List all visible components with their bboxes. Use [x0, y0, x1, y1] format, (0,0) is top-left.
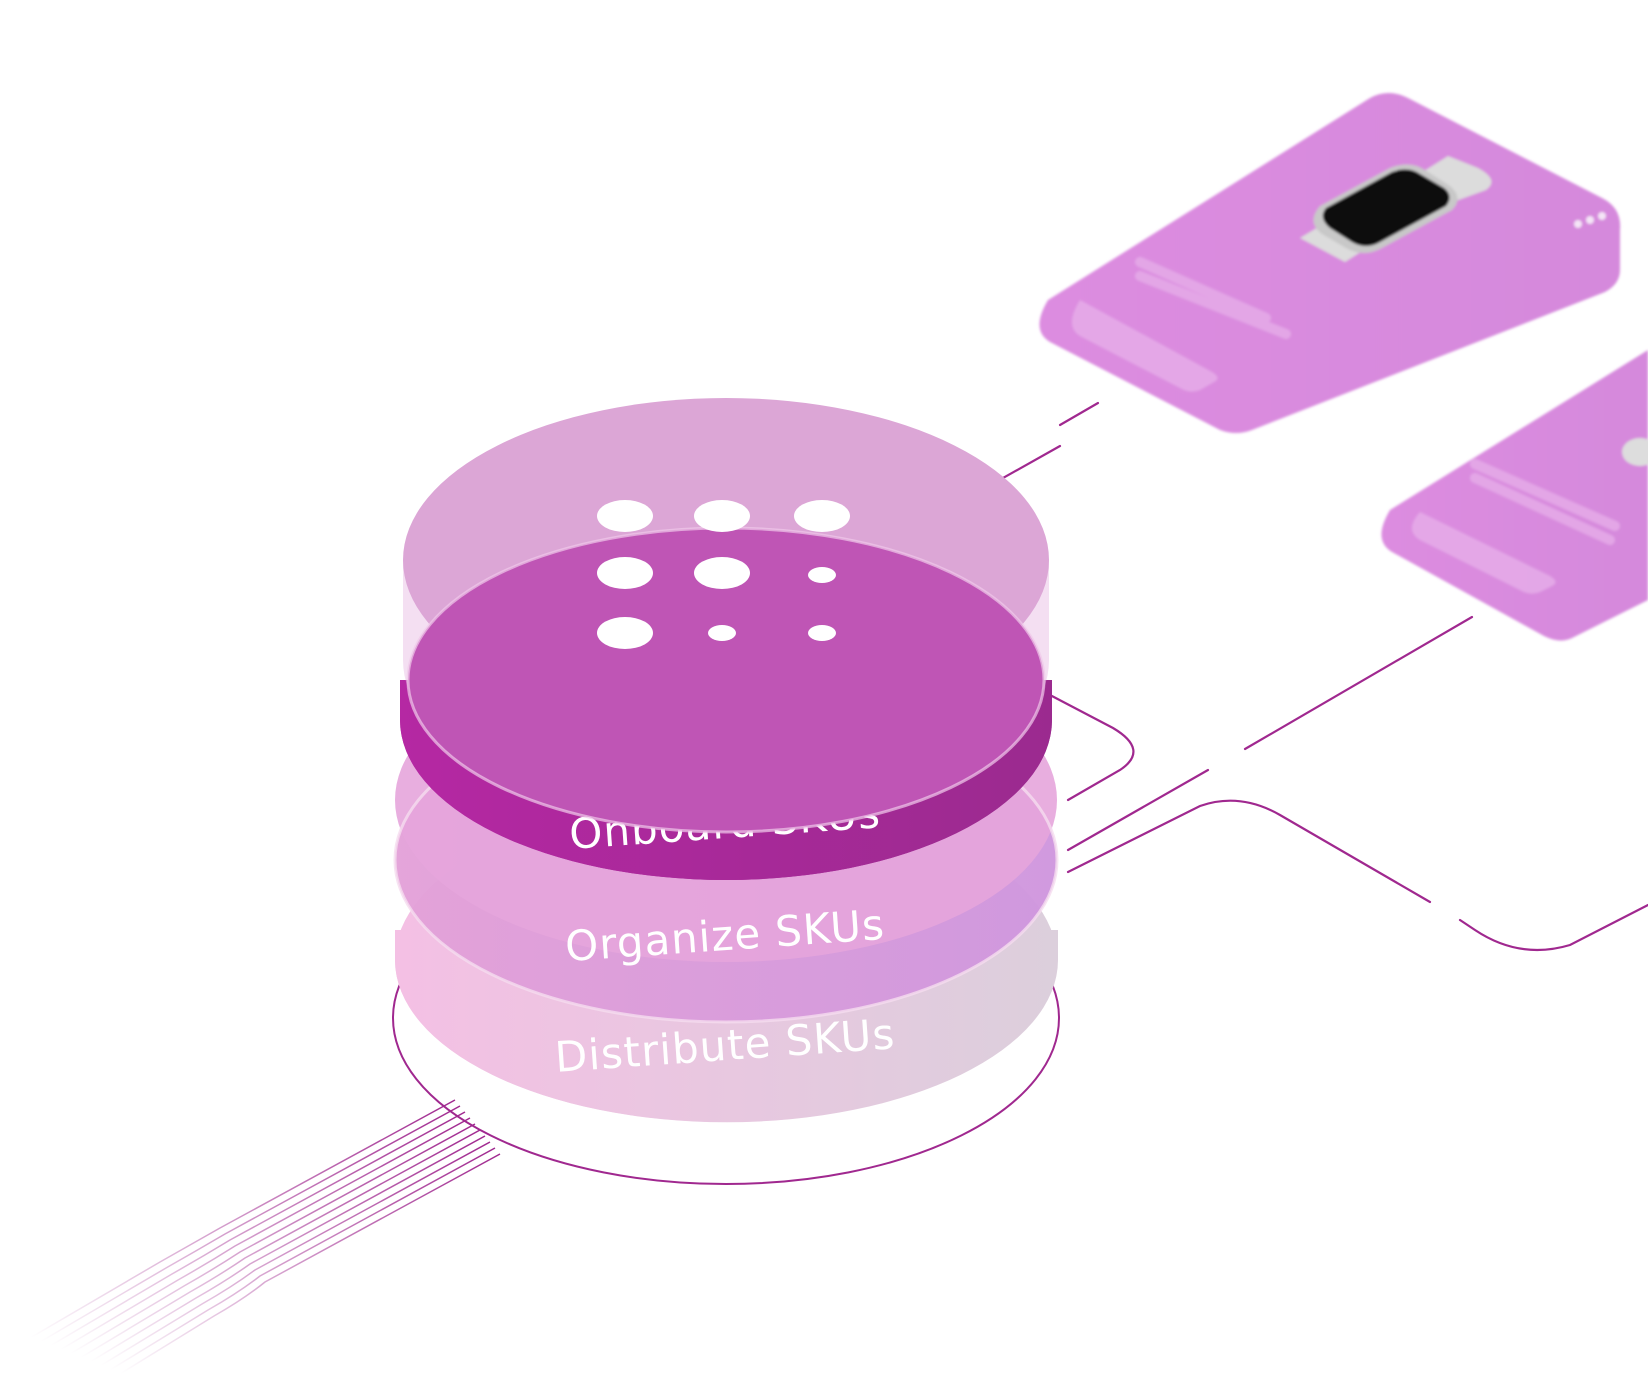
- wire-bundle: [29, 1099, 501, 1375]
- connector-lines: [896, 401, 1648, 952]
- brand-dot-grid-logo: [597, 500, 850, 649]
- more-dots-icon: [1574, 212, 1606, 228]
- watch-icon: [1300, 156, 1492, 262]
- earbuds-icon: [1622, 438, 1648, 466]
- product-card-watch: [1039, 93, 1621, 433]
- product-card-earbuds: [1381, 350, 1648, 641]
- layer-top: [403, 398, 1049, 834]
